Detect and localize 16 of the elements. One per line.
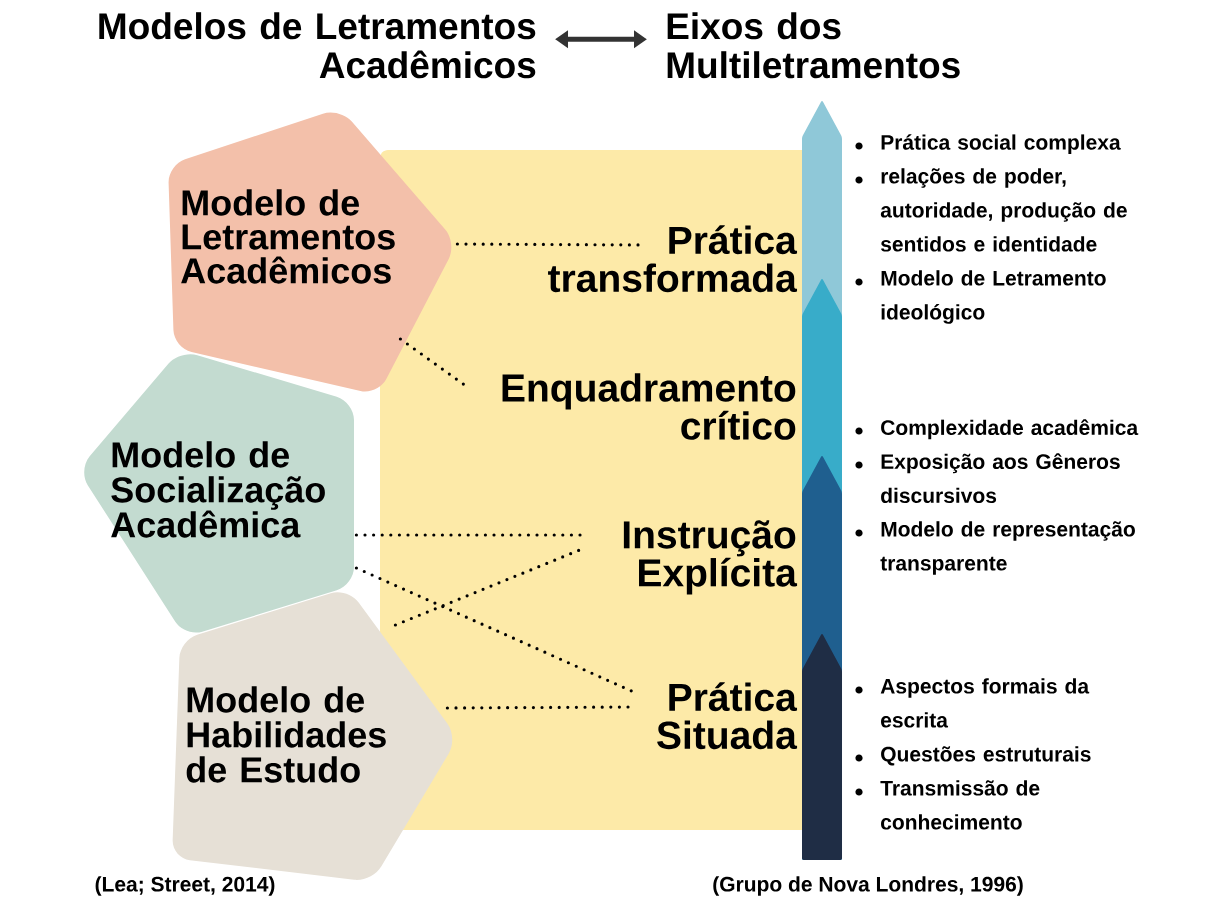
bullet-item: Aspectos formais da escrita [855, 678, 1090, 728]
bullet-item: Complexidade acadêmica [855, 419, 1139, 440]
bullet-item: Exposição aos Gêneros discursivos [855, 453, 1120, 504]
bullet-item: Modelo de Letramento ideológico [855, 270, 1106, 324]
axis-label: Enquadramento crítico [502, 373, 796, 440]
axis-label: Instrução Explícita [623, 520, 798, 595]
axis-label: Prática Situada [657, 682, 798, 750]
bullet-item: Modelo de representação transparente [855, 521, 1135, 575]
heading: Eixos dos Multiletramentos [667, 12, 960, 79]
bullet-item: relações de poder, autoridade, produção de sentidos e identidade [855, 168, 1127, 252]
bullet-item: Prática social complexa [855, 134, 1121, 154]
axis-label: Prática transformada [548, 225, 798, 293]
bullet-item: Transmissão de conhecimento [855, 780, 1040, 830]
heading: Modelos de Letramentos Acadêmicos [99, 12, 536, 79]
bullet-item: Questões estruturais [855, 746, 1091, 766]
citation: (Grupo de Nova Londres, 1996) [713, 876, 1023, 896]
